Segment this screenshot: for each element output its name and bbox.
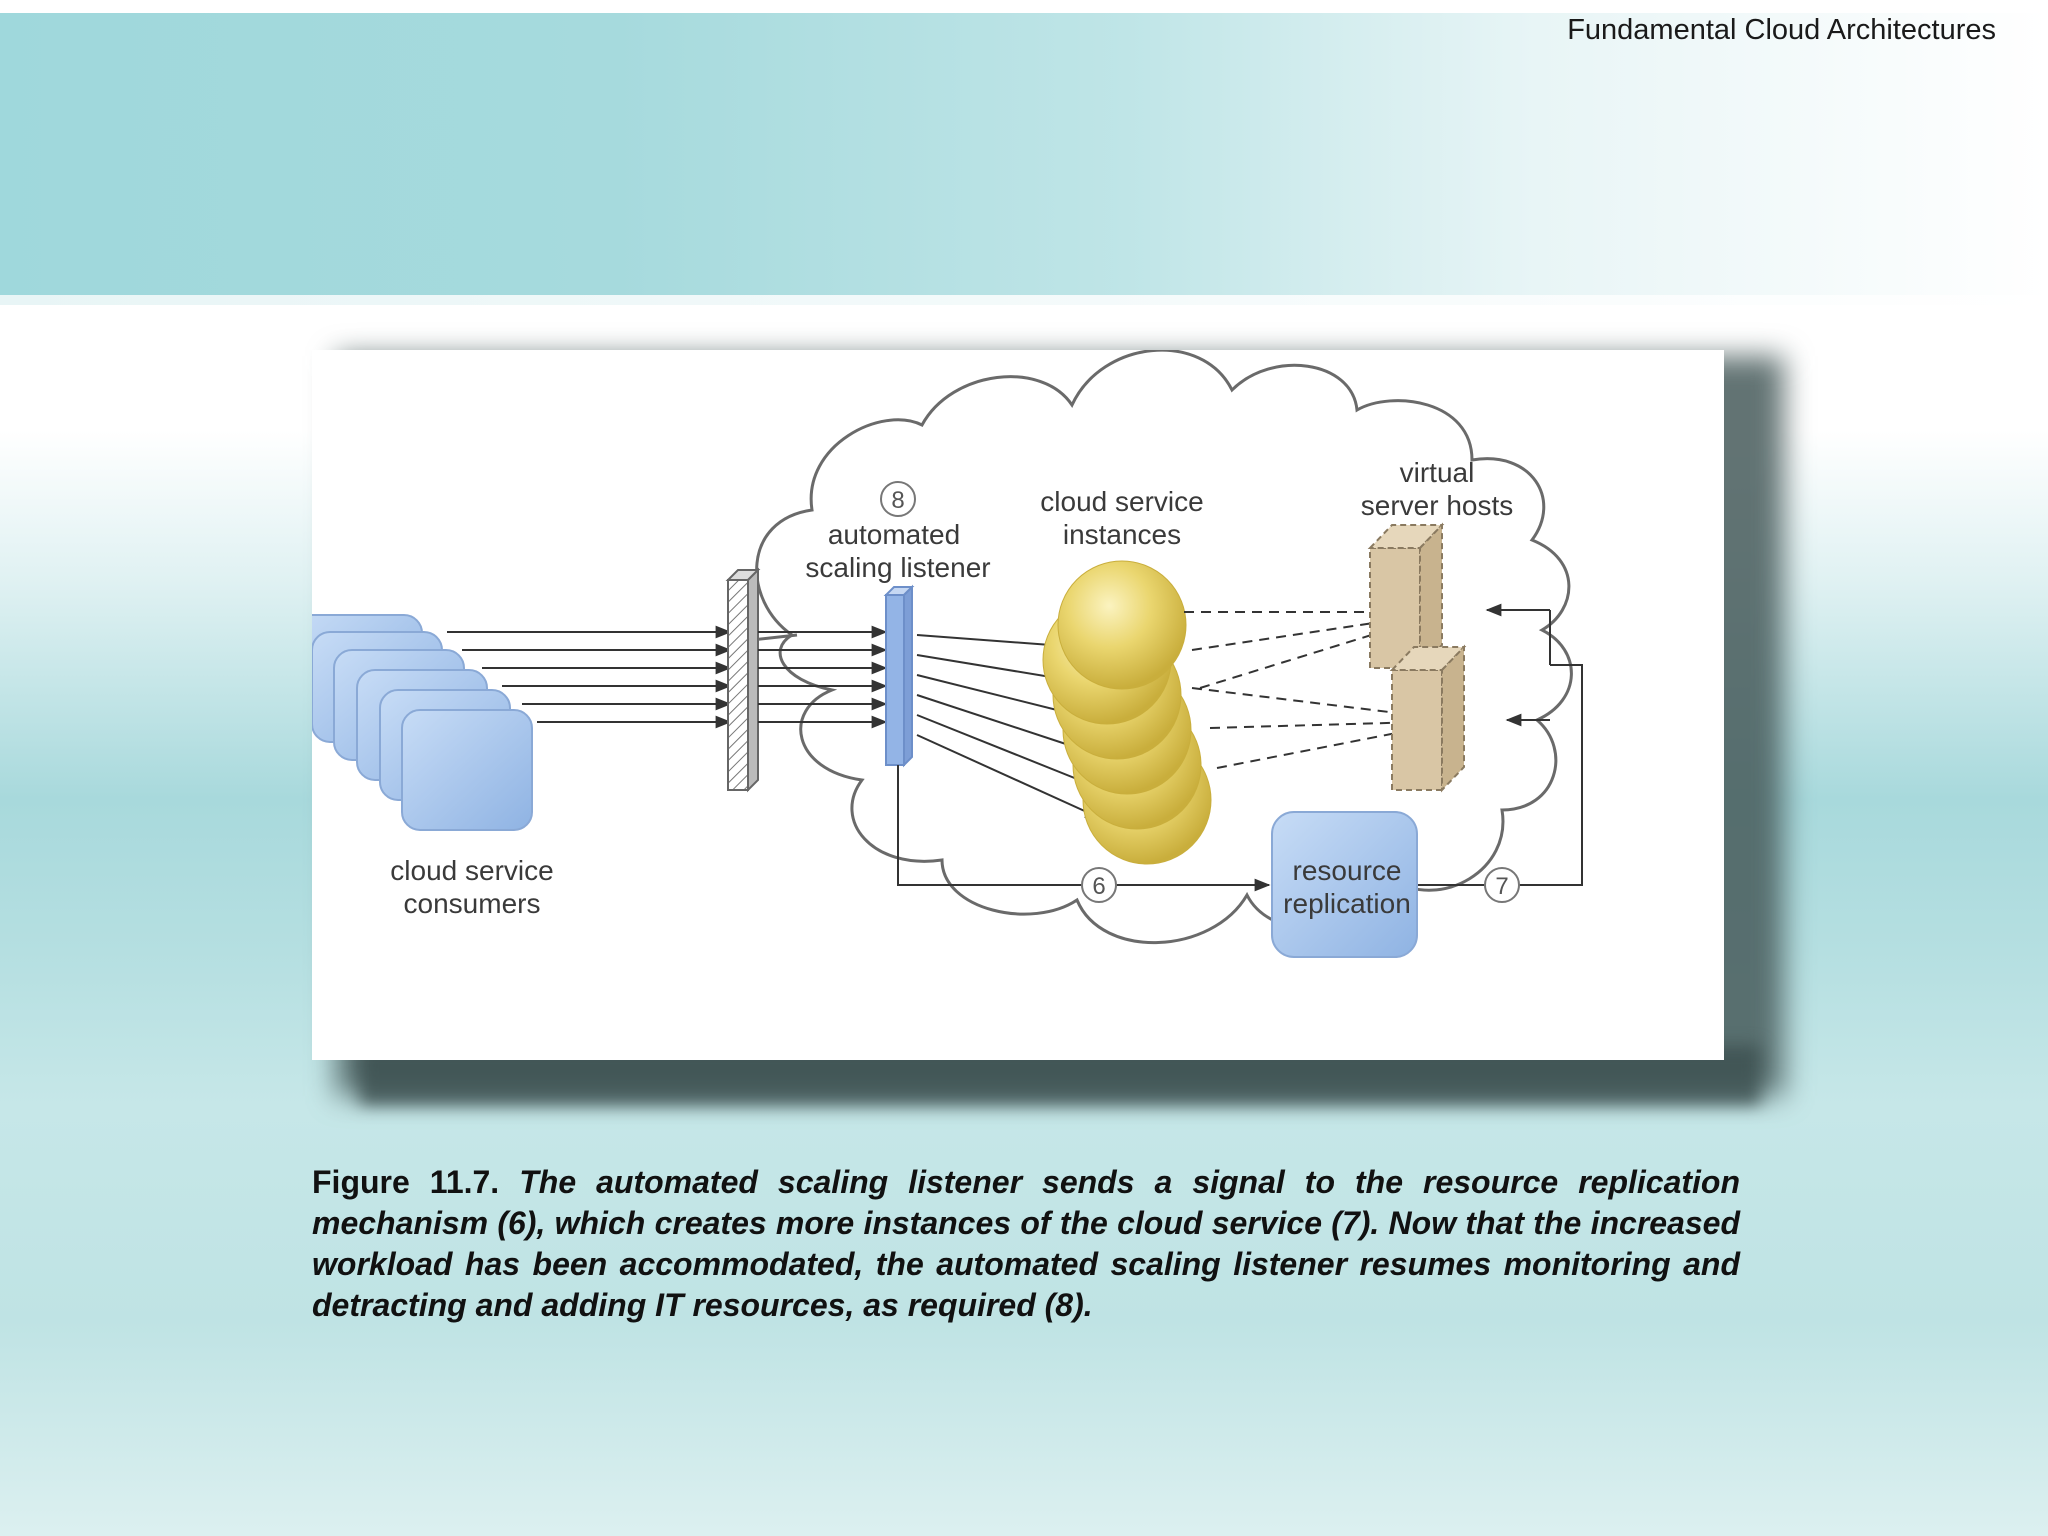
consumer-box <box>401 709 533 831</box>
instance-routing-arrows <box>916 634 1102 819</box>
figure-panel: cloud service consumers <box>312 350 1724 1060</box>
consumer-request-arrows <box>447 625 732 729</box>
hosts-label-line1: virtual <box>1400 457 1475 488</box>
step-7-number: 7 <box>1495 873 1508 900</box>
header-band-edge <box>0 295 2048 305</box>
instances-label-line2: instances <box>1063 519 1181 550</box>
scaling-diagram: cloud service consumers <box>312 350 1583 958</box>
virtual-server-host-top <box>1367 522 1445 671</box>
caption-figure-number: Figure 11.7. <box>312 1164 500 1200</box>
top-strip <box>0 0 2048 13</box>
instances-label-line1: cloud service <box>1040 486 1203 517</box>
firewall <box>725 567 761 793</box>
instance-sphere <box>1057 560 1187 690</box>
figure-caption: Figure 11.7. The automated scaling liste… <box>312 1162 1740 1326</box>
cloud-service-instances <box>1042 560 1212 865</box>
cloud-notch <box>751 633 798 642</box>
step-8-number: 8 <box>891 487 904 514</box>
step-6-circle <box>1081 867 1117 903</box>
consumers-label-line1: cloud service <box>390 855 553 886</box>
caption-body: The automated scaling listener sends a s… <box>312 1164 1741 1323</box>
instance-host-dashed-links <box>1184 605 1424 769</box>
cloud-outline <box>755 350 1573 944</box>
automated-scaling-listener <box>883 584 915 768</box>
replication-label-line1: resource <box>1293 855 1402 886</box>
resource-replication-box <box>1271 811 1418 958</box>
hosts-label-line2: server hosts <box>1361 490 1514 521</box>
step-6-number: 6 <box>1092 873 1105 900</box>
listener-label-line1: automated <box>828 519 960 550</box>
header-band <box>0 13 2048 295</box>
virtual-server-host-bottom <box>1389 644 1467 793</box>
slide-header-title: Fundamental Cloud Architectures <box>1567 14 1996 46</box>
listener-input-arrows <box>758 625 888 729</box>
cloud-service-consumers-stack <box>312 614 533 831</box>
step-7-circle <box>1484 867 1520 903</box>
replication-label-line2: replication <box>1283 888 1411 919</box>
listener-label-line2: scaling listener <box>805 552 990 583</box>
consumers-label-line2: consumers <box>404 888 541 919</box>
step-8-circle <box>880 481 916 517</box>
